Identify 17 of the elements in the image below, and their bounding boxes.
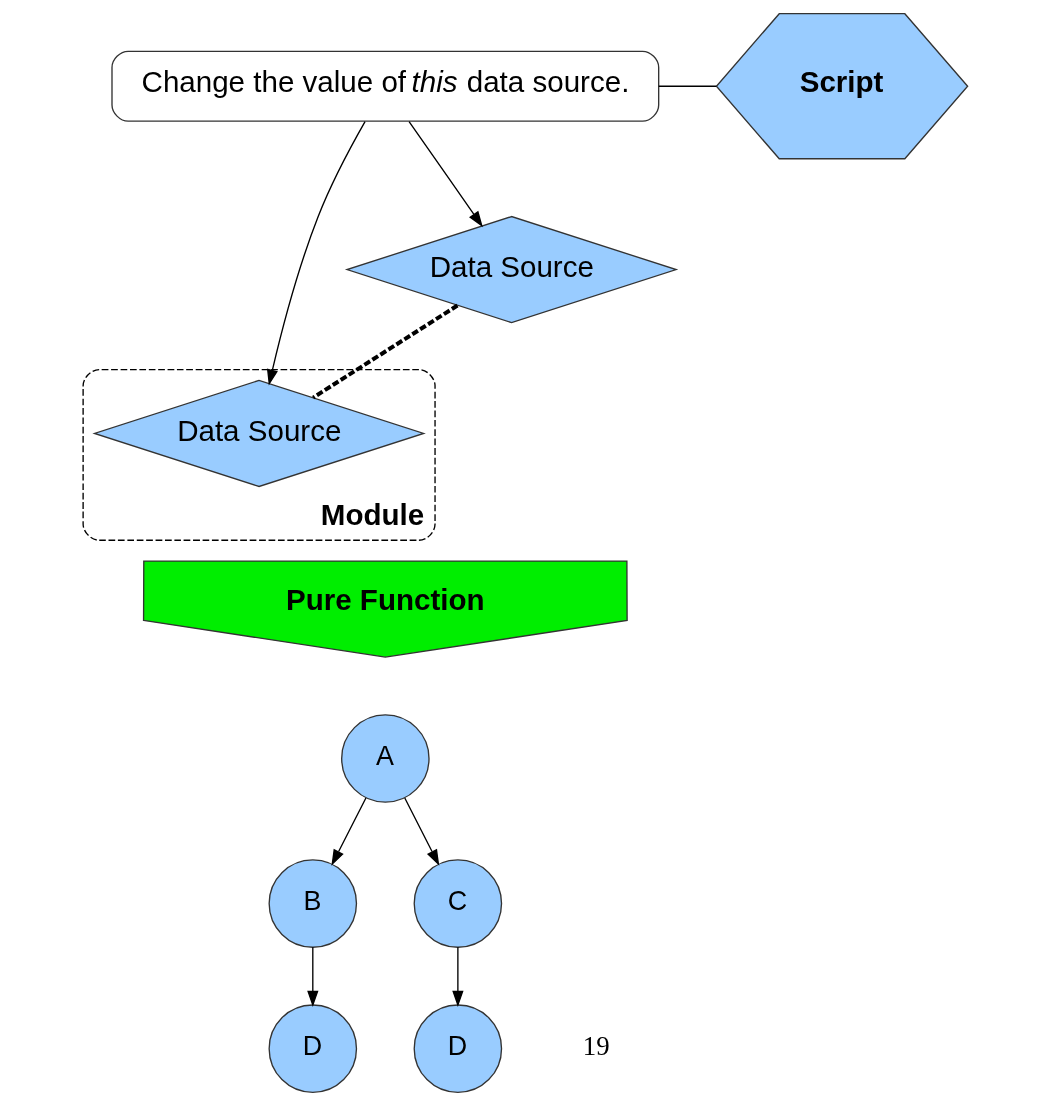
node-circle: D bbox=[413, 1004, 502, 1093]
node-circle: D bbox=[267, 1004, 357, 1093]
connector bbox=[657, 85, 717, 87]
node-diamond: Data Source bbox=[344, 215, 678, 324]
connector bbox=[311, 303, 458, 400]
arrow bbox=[403, 797, 439, 866]
node-box: Change the value of this data source. bbox=[110, 50, 659, 122]
arrow bbox=[407, 120, 483, 228]
arrow bbox=[266, 121, 366, 386]
arrow bbox=[330, 797, 367, 866]
label: 19 bbox=[582, 1031, 610, 1062]
node-circle: C bbox=[413, 859, 502, 948]
arrow bbox=[306, 946, 318, 1007]
arrow bbox=[451, 946, 464, 1007]
node-circle: B bbox=[267, 859, 357, 948]
node-circle: A bbox=[340, 714, 430, 803]
node-diamond: Data Source bbox=[91, 379, 426, 488]
